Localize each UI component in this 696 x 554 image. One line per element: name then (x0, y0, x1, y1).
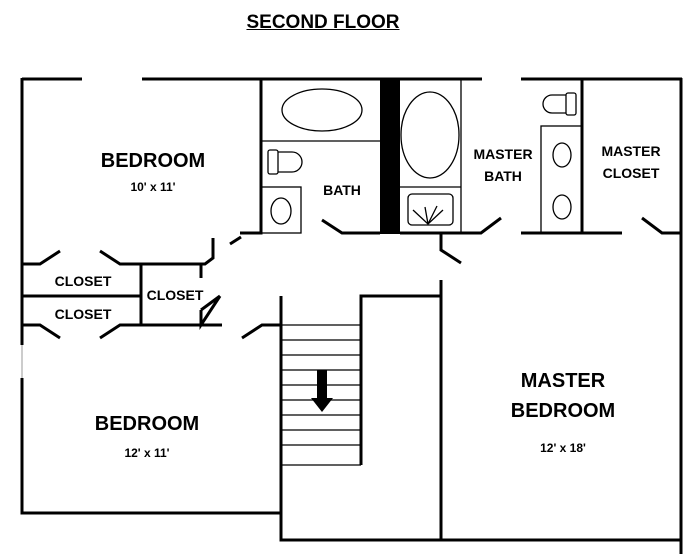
room-size-bedroom-2: 12' x 11' (124, 446, 170, 460)
room-size-bedroom: 10' x 11' (130, 180, 176, 194)
room-name-closet-2: CLOSET (54, 306, 112, 322)
room-name-closet-3: CLOSET (146, 287, 204, 303)
room-name-master-closet-line1: MASTER (601, 143, 661, 159)
room-name-master-closet-line2: CLOSET (602, 165, 660, 181)
page-title: SECOND FLOOR (246, 12, 400, 33)
walls (20, 77, 683, 554)
chimney-wall (380, 79, 400, 234)
master-bath-fixtures (400, 79, 583, 234)
room-name-bedroom-2: BEDROOM (94, 413, 200, 435)
room-name-bedroom: BEDROOM (100, 150, 206, 172)
sink-icon (552, 194, 572, 220)
bathtub-icon (400, 91, 460, 179)
sink-icon (552, 142, 572, 168)
sink-icon (270, 197, 292, 225)
room-size-master-bedroom: 12' x 18' (540, 441, 586, 455)
stairs (282, 324, 361, 466)
room-name-master-bedroom-line2: BEDROOM (510, 400, 616, 422)
room-name-master-bath-line2: BATH (484, 168, 522, 184)
room-name-bath: BATH (323, 182, 361, 198)
bath-fixtures (260, 88, 380, 234)
room-name-master-bath-line1: MASTER (473, 146, 533, 162)
toilet-icon (565, 92, 577, 116)
toilet-icon (267, 149, 279, 175)
room-name-master-bedroom-line1: MASTER (520, 370, 606, 392)
room-name-closet-1: CLOSET (54, 273, 112, 289)
bathtub-icon (281, 88, 363, 132)
down-arrow-icon (311, 370, 333, 412)
shower-icon (407, 193, 454, 226)
